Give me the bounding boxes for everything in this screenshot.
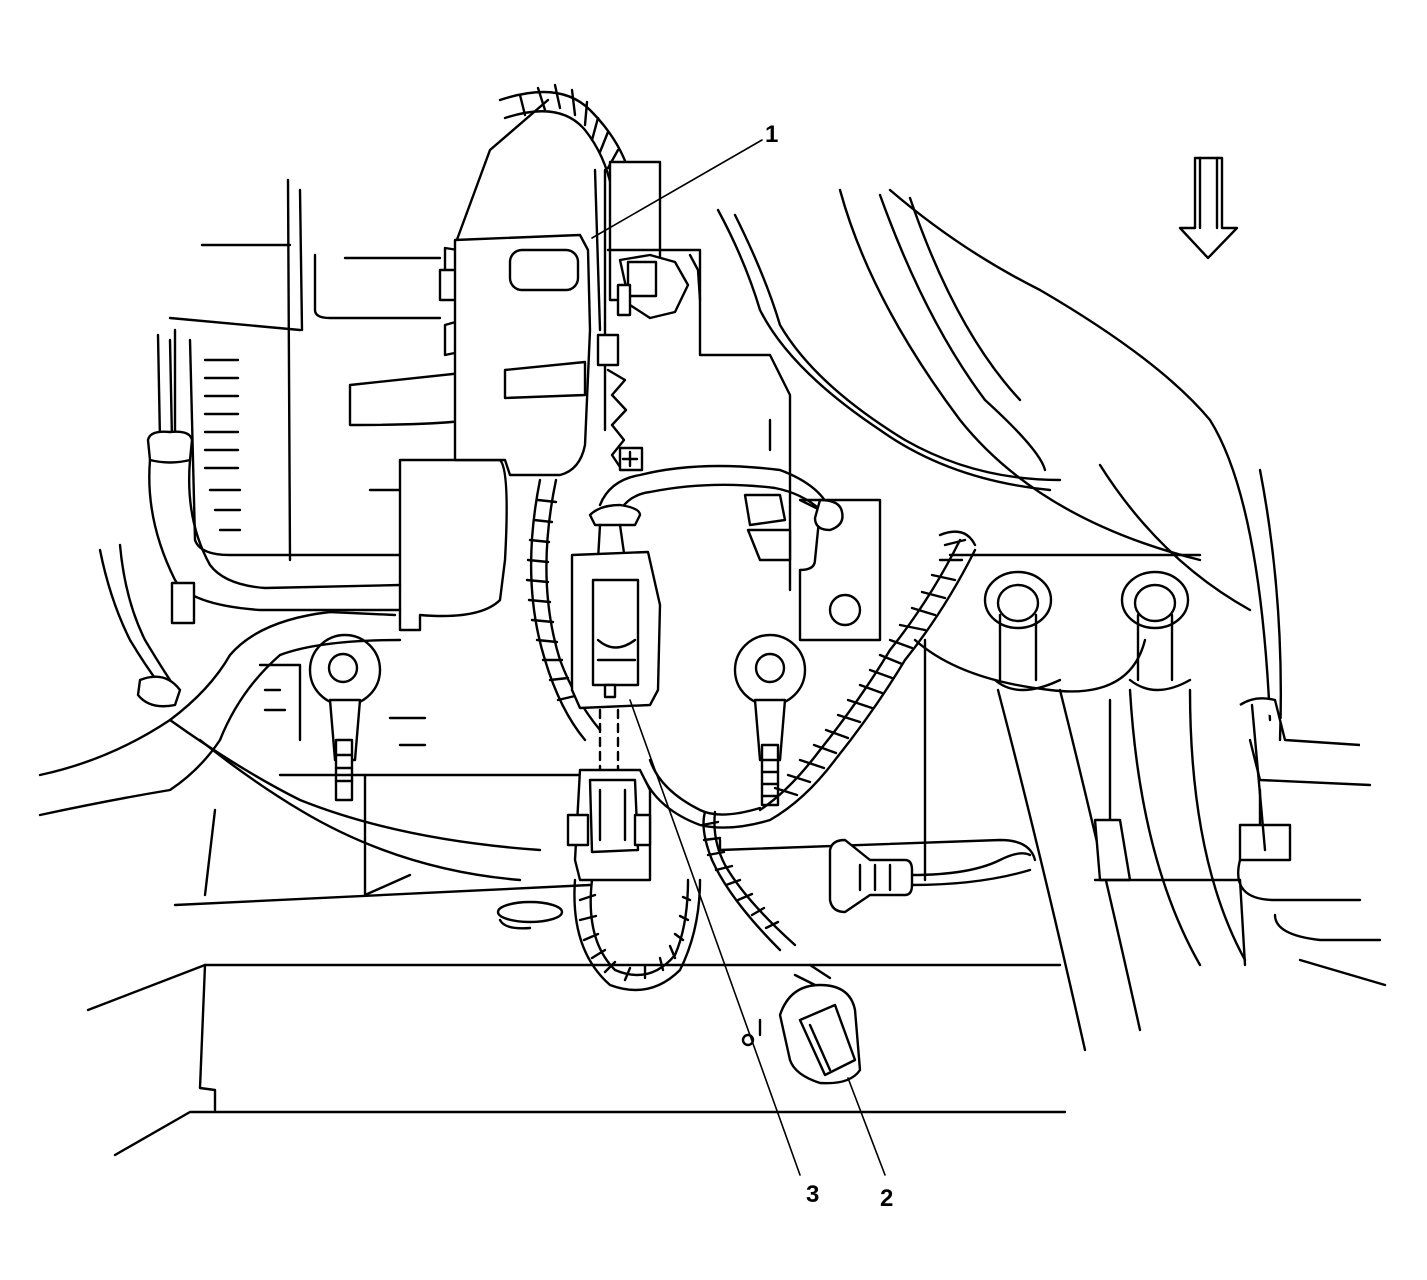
callout-1: 1 [765,121,778,148]
inline-fuse [828,838,1032,914]
callout-3: 3 [806,1181,819,1208]
upper-harness [453,83,636,247]
callout-2: 2 [880,1185,893,1212]
generator-bracket [453,160,690,477]
engine-block [86,773,1067,1157]
callout-leaders [591,139,886,1176]
right-mount [1237,697,1387,987]
lower-harness [525,478,1037,992]
center-plate [606,248,882,807]
connector-lower-right [778,963,862,1085]
left-ring-terminal [258,633,427,802]
hoses [913,570,1247,1052]
left-tube [38,333,542,882]
right-cover [716,188,1283,742]
connector-lower-left [566,768,652,882]
connector-upper [570,464,844,772]
arrow-down-icon [1178,156,1239,260]
